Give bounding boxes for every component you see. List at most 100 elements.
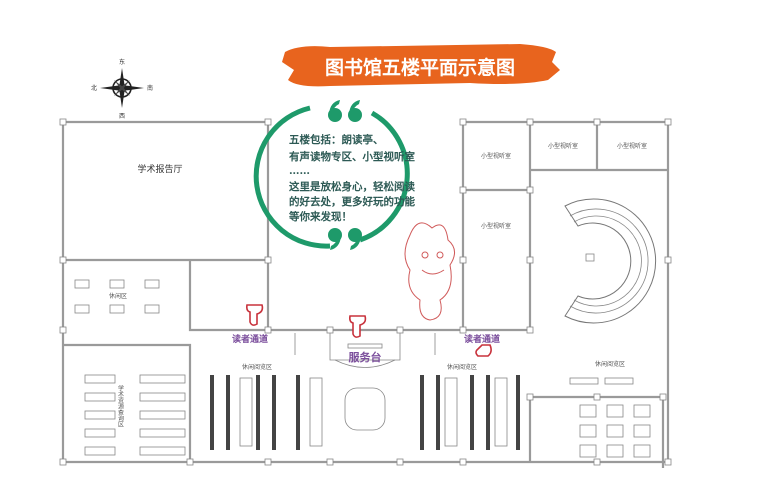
bookshelf — [296, 375, 300, 450]
pillar — [326, 326, 334, 334]
reading-table — [444, 377, 458, 447]
room-academic-query: 学术资源查询区 — [117, 384, 124, 427]
room-reading-right: 休闲阅览区 — [447, 363, 477, 371]
lounge-table — [109, 304, 125, 314]
pillar — [459, 118, 467, 126]
bench — [604, 377, 634, 385]
room-reading-left: 休闲阅览区 — [242, 363, 272, 371]
room-reading-east: 休闲阅览区 — [595, 360, 625, 368]
computer-desk — [84, 446, 116, 456]
computer-desk — [84, 374, 116, 384]
semicircle-seating — [564, 198, 657, 324]
open-quote-icon — [328, 100, 362, 122]
pillar — [59, 458, 67, 466]
reading-table — [239, 377, 253, 447]
pillar — [459, 326, 467, 334]
lounge-table — [74, 304, 90, 314]
pillar — [664, 256, 672, 264]
pillar — [459, 458, 467, 466]
room-av-1: 小型视听室 — [481, 152, 511, 160]
computer-desk — [84, 392, 116, 402]
pillar — [526, 326, 534, 334]
bookshelf — [226, 375, 230, 450]
computer-desk — [84, 410, 116, 420]
svg-text:等你来发现！: 等你来发现！ — [288, 210, 352, 223]
svg-text:北: 北 — [91, 84, 97, 92]
service-desk: 服务台 — [349, 350, 382, 364]
pillar — [593, 458, 601, 466]
pillar — [264, 256, 272, 264]
svg-text:有声读物专区、小型视听室: 有声读物专区、小型视听室 — [289, 150, 415, 163]
bookshelf — [420, 375, 424, 450]
bookshelf — [272, 375, 276, 450]
pillar — [264, 118, 272, 126]
reader-passage-left: 读者通道 — [232, 333, 268, 345]
pillar — [593, 118, 601, 126]
meeting-table — [606, 444, 624, 458]
svg-text:五楼包括：朗读亭、: 五楼包括：朗读亭、 — [289, 133, 384, 146]
building-walls — [61, 120, 670, 468]
compass-icon: 东 北 南 西 — [91, 58, 153, 120]
computer-desk — [139, 374, 186, 384]
room-av-3: 小型视听室 — [617, 142, 647, 150]
pillar — [186, 458, 194, 466]
svg-text:这里是放松身心，轻松阅读: 这里是放松身心，轻松阅读 — [289, 180, 415, 193]
computer-desk — [139, 410, 186, 420]
computer-desk — [139, 428, 186, 438]
reading-table — [494, 377, 508, 447]
pillar — [459, 256, 467, 264]
pillar — [59, 326, 67, 334]
svg-text:西: 西 — [119, 113, 125, 120]
computer-desk — [84, 428, 116, 438]
meeting-table — [633, 404, 651, 418]
svg-text:的好去处，更多好玩的功能: 的好去处，更多好玩的功能 — [289, 195, 415, 208]
mascot-dragon-illustration — [404, 222, 455, 321]
svg-text:东: 东 — [119, 58, 125, 66]
bookshelf — [516, 375, 520, 450]
meeting-table — [606, 404, 624, 418]
meeting-table — [579, 404, 597, 418]
bookshelf — [470, 375, 474, 450]
pillar — [664, 118, 672, 126]
meeting-table — [606, 424, 624, 438]
reader-passage-right: 读者通道 — [464, 333, 500, 345]
pillar — [326, 458, 334, 466]
lounge-table — [144, 279, 160, 289]
meeting-table — [579, 444, 597, 458]
bookshelf — [436, 375, 440, 450]
bookshelf — [256, 375, 260, 450]
pillar — [59, 118, 67, 126]
computer-desk — [139, 392, 186, 402]
room-av-2: 小型视听室 — [548, 142, 578, 150]
pillars — [59, 118, 672, 466]
pillar — [526, 186, 534, 194]
pillar — [264, 458, 272, 466]
meeting-table — [633, 444, 651, 458]
pillar — [264, 326, 272, 334]
svg-text:南: 南 — [147, 84, 153, 92]
furniture — [74, 279, 651, 458]
pillar — [526, 118, 534, 126]
pillar — [396, 458, 404, 466]
room-lecture-hall: 学术报告厅 — [137, 163, 182, 175]
room-leisure-area: 休闲区 — [109, 292, 127, 300]
close-quote-icon — [328, 228, 362, 250]
pillar — [593, 393, 601, 401]
pillar — [659, 393, 667, 401]
title-banner: 图书馆五楼平面示意图 — [282, 44, 560, 87]
lounge-table — [144, 304, 160, 314]
pillar — [664, 458, 672, 466]
pillar — [396, 326, 404, 334]
pillar — [526, 256, 534, 264]
pillar — [59, 256, 67, 264]
meeting-table — [579, 424, 597, 438]
bookshelf — [486, 375, 490, 450]
pillar — [459, 186, 467, 194]
svg-text:……: …… — [289, 165, 310, 177]
bookshelf — [210, 375, 214, 450]
pillar — [526, 393, 534, 401]
reading-table — [309, 377, 323, 447]
computer-desk — [139, 446, 186, 456]
hand-pointer-icon — [246, 304, 492, 357]
